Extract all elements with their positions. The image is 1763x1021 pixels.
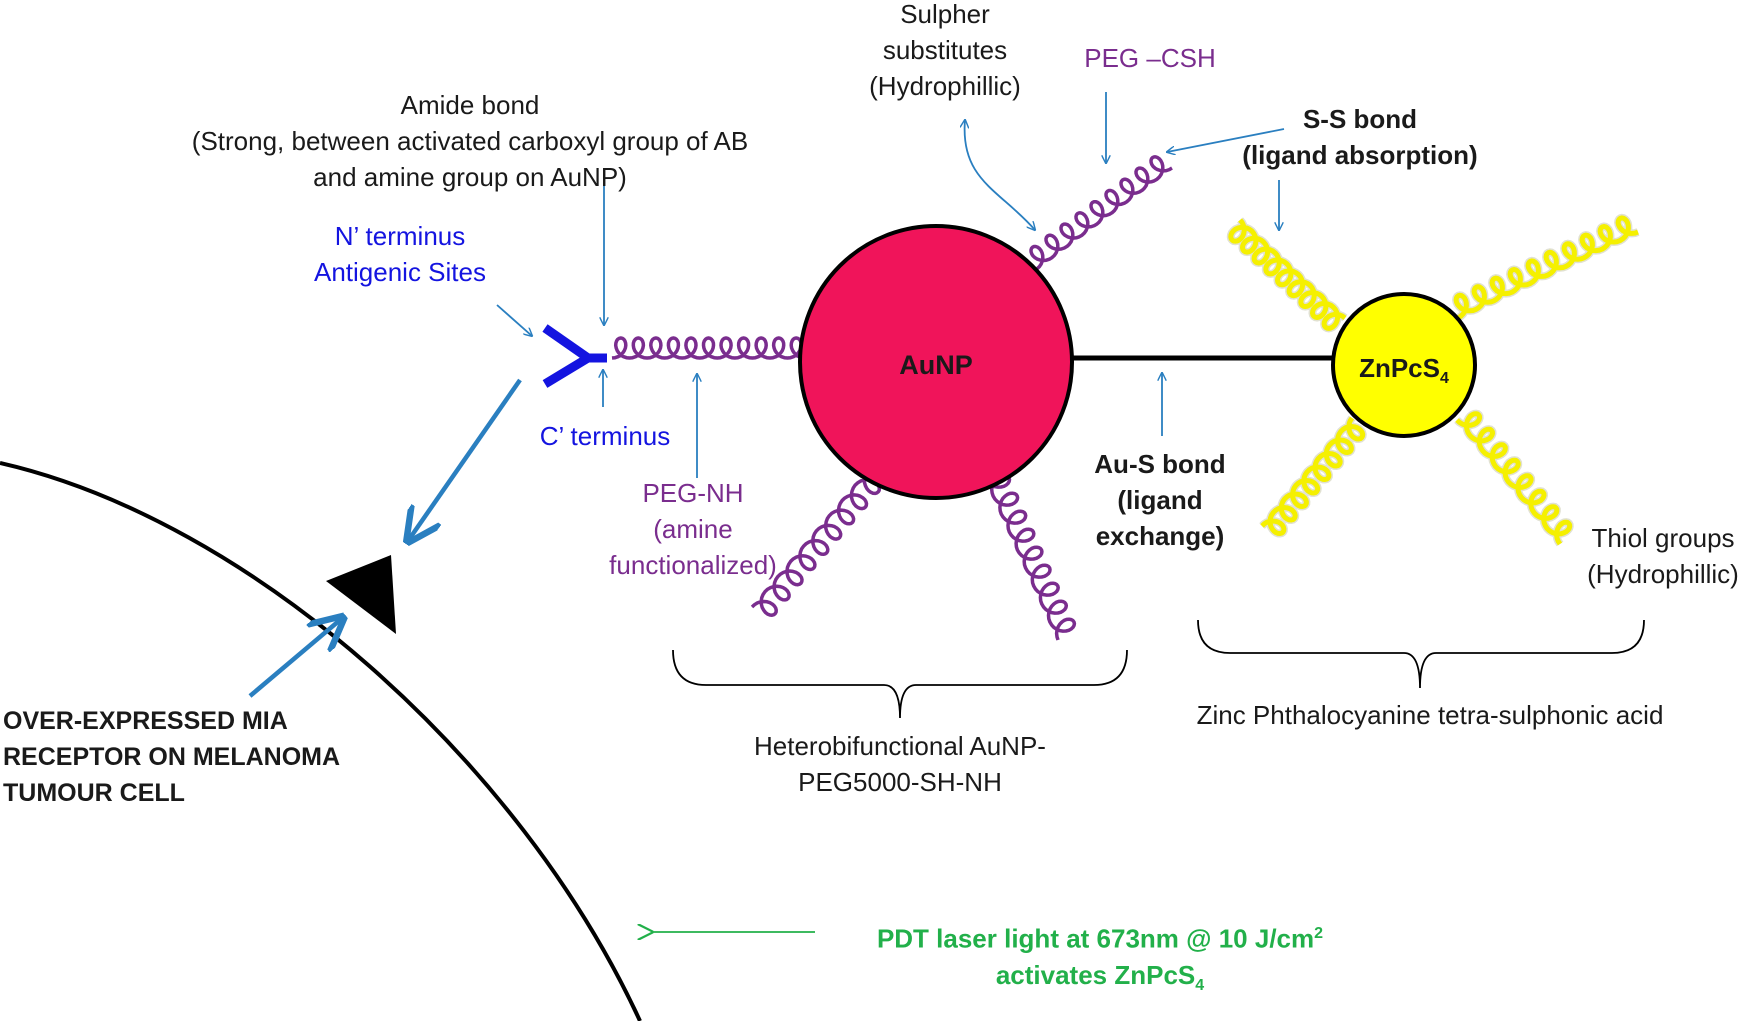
ss-bond-label: S-S bond (ligand absorption) [1200,101,1520,173]
thiol-coil-lower-left-shadow [1259,415,1367,538]
n-terminus-arrow [496,304,532,336]
peg-nh-line-2: (amine [653,514,733,544]
tumour-cell-membrane [0,461,642,1021]
peg-csh-coil [1014,155,1173,282]
peg-nh-line-1: PEG-NH [642,478,744,508]
au-s-bond-label: Au-S bond (ligand exchange) [1060,446,1260,554]
ss-bond-line-1: S-S bond [1302,104,1418,134]
znpc-label-text: ZnPcS [1359,353,1440,383]
thiol-coil-lower-left [1260,416,1366,536]
pdt-superscript: 2 [1314,925,1324,942]
sulpher-label: Sulpher substitutes (Hydrophillic) [830,0,1060,104]
receptor-line-3: TUMOUR CELL [3,779,185,807]
aunp-brace [672,649,1128,719]
n-terminus-line-2: Antigenic Sites [314,257,486,287]
aunp-caption: Heterobifunctional AuNP- PEG5000-SH-NH [700,728,1100,800]
targeting-arrow [410,378,522,538]
receptor-line-1: OVER-EXPRESSED MIA [3,707,288,735]
thiol-coil-upper-right [1453,215,1639,321]
receptor-label: OVER-EXPRESSED MIA RECEPTOR ON MELANOMA … [3,703,443,811]
amide-line-1: Amide bond [400,90,540,120]
au-s-line-3: exchange) [1095,521,1225,551]
peg-nh-coil [611,336,806,360]
znpc-label-subscript: 4 [1440,370,1449,388]
ss-bond-line-2: (ligand absorption) [1242,140,1478,170]
thiol-line-2: (Hydrophillic) [1587,559,1739,589]
peg-coil-lower-left [750,469,882,617]
sulpher-line-1: Sulpher [900,0,990,29]
znpc-brace [1197,619,1645,689]
receptor-arrow [248,620,340,698]
au-s-line-1: Au-S bond [1094,449,1226,479]
peg-nh-line-3: functionalized) [609,550,777,580]
ss-bond-arrow-1 [1167,128,1285,152]
thiol-line-1: Thiol groups [1591,523,1735,553]
aunp-caption-line-1: Heterobifunctional AuNP- [754,731,1046,761]
znpc-node [1331,292,1477,438]
sulpher-arrow [965,120,1035,230]
thiol-coil-upper-left [1228,218,1347,331]
pdt-line-1-text: PDT laser light at 673nm @ 10 J/cm [876,923,1315,954]
pdt-line-1: PDT laser light at 673nm @ 10 J/cm2 [820,916,1380,957]
sulpher-line-3: (Hydrophillic) [869,71,1021,101]
peg-coil-lower-right [983,473,1077,641]
au-s-line-2: (ligand [1117,485,1203,515]
peg-nh-label: PEG-NH (amine functionalized) [563,475,823,583]
znpc-caption: Zinc Phthalocyanine tetra-sulphonic acid [1196,700,1664,730]
thiol-coil-lower-right-shadow [1454,409,1574,547]
pdt-line-2: activates ZnPcS4 [820,957,1380,1004]
coil-layer [611,155,1640,641]
pdt-line-2-text: activates ZnPcS [995,959,1196,990]
aunp-caption-line-2: PEG5000-SH-NH [798,767,1002,797]
thiol-label: Thiol groups (Hydrophillic) [1568,520,1758,592]
pdt-label: PDT laser light at 673nm @ 10 J/cm2 acti… [820,916,1380,1004]
receptor-line-2: RECEPTOR ON MELANOMA [3,743,341,771]
znpc-label: ZnPcS4 [1334,350,1474,397]
thiol-coil-upper-left-shadow [1226,217,1348,333]
amide-line-2: (Strong, between activated carboxyl grou… [191,126,749,156]
c-terminus-label: C’ terminus [539,421,671,451]
n-terminus-line-1: N’ terminus [334,221,466,251]
pdt-subscript: 4 [1195,976,1205,994]
amide-bond-label: Amide bond (Strong, between activated ca… [120,87,820,195]
peg-csh-label: PEG –CSH [1084,43,1216,73]
n-terminus-label: N’ terminus Antigenic Sites [270,218,530,290]
aunp-label: AuNP [899,350,973,380]
aunp-node [798,224,1074,500]
antibody-icon [542,324,607,388]
mia-receptor-triangle [326,555,396,634]
sulpher-line-2: substitutes [882,35,1008,65]
thiol-coil-lower-right [1455,411,1573,546]
amide-line-3: and amine group on AuNP) [313,162,627,192]
